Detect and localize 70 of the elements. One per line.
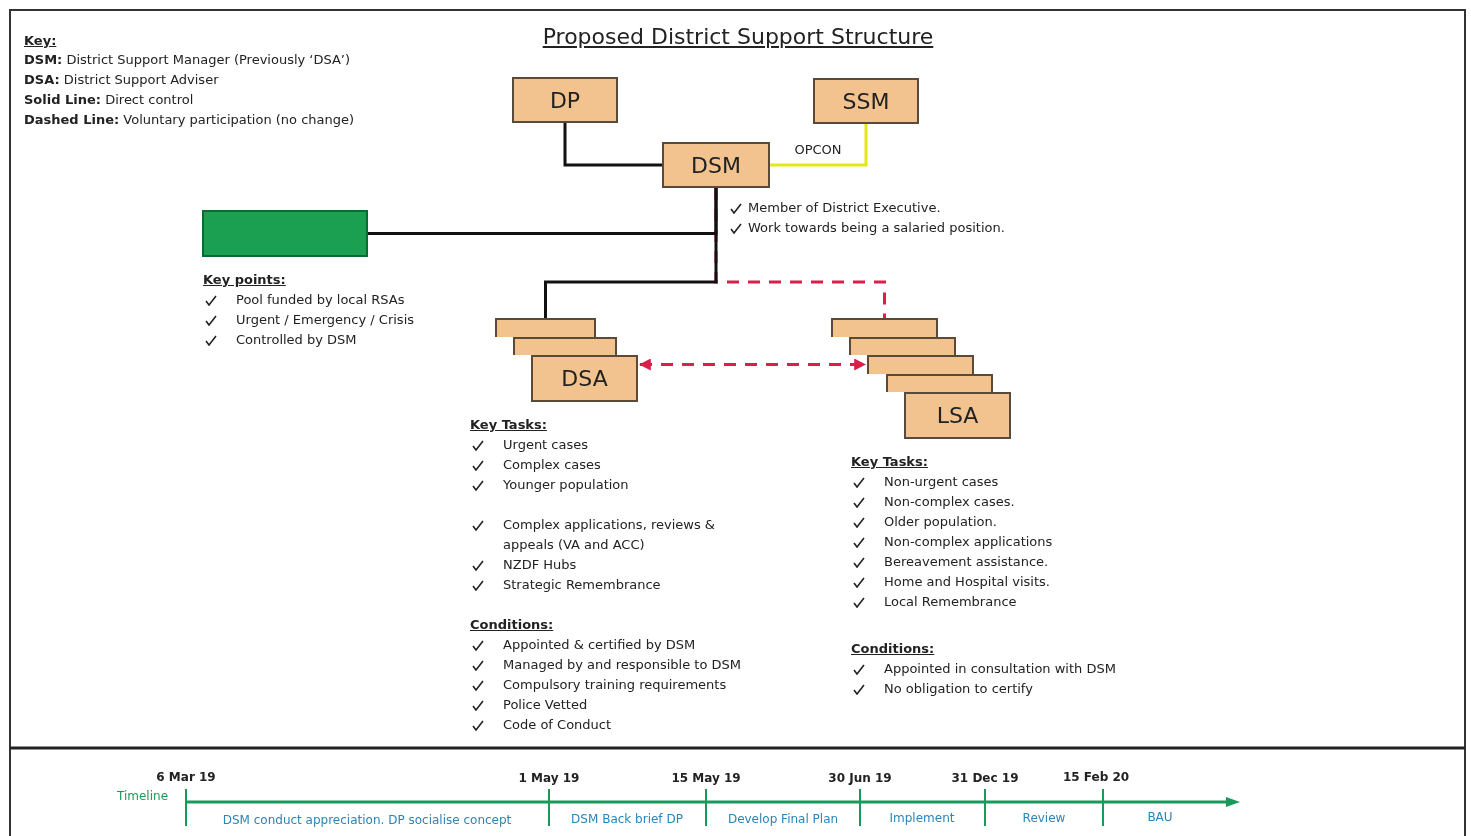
key-text: DSM: District Support Manager (Previously ‘DSA’) (24, 52, 351, 67)
connector-line (770, 124, 868, 167)
role-label: DP (549, 87, 581, 113)
date-label: 15 Feb 20 (1062, 770, 1130, 784)
card-box (867, 355, 974, 374)
bullet-text: NZDF Hubs (503, 557, 577, 572)
bullet-text: Complex cases (503, 457, 601, 472)
key-text: Solid Line: Direct control (24, 92, 194, 107)
bullet-text: Non-complex applications (884, 534, 1053, 549)
bullet-text: Police Vetted (503, 697, 588, 712)
role-box (512, 77, 618, 123)
phase-label: BAU (1147, 810, 1173, 824)
bullet-text: Managed by and responsible to DSM (503, 657, 741, 672)
key-text: Dashed Line: Voluntary participation (no change) (24, 112, 355, 127)
card-box (849, 337, 956, 355)
bullet-text: Urgent / Emergency / Crisis (236, 312, 415, 327)
bullet-text: Urgent cases (503, 437, 588, 452)
role-label: LSA (936, 403, 979, 428)
date-label: 15 May 19 (671, 771, 741, 785)
timeline-label: Timeline (117, 789, 169, 803)
card-box (831, 318, 938, 337)
section-heading: Conditions: (470, 617, 554, 632)
date-label: 6 Mar 19 (156, 770, 216, 784)
bullet-text: Older population. (884, 514, 997, 529)
connector-line (544, 188, 718, 318)
date-label: 31 Dec 19 (951, 771, 1019, 785)
phase-label: Develop Final Plan (727, 812, 839, 826)
role-label: DSM (691, 152, 741, 178)
bullet-text: Complex applications, reviews & appeals (VA and ACC) (503, 516, 716, 554)
bullet-text: Strategic Remembrance (503, 577, 661, 592)
bullet-text: Member of District Executive. (748, 200, 941, 215)
bullet-text: Appointed in consultation with DSM (884, 661, 1116, 676)
section-heading: Key points: (203, 272, 286, 287)
date-label: 1 May 19 (518, 771, 580, 785)
bullet-text: Controlled by DSM (236, 332, 357, 347)
phase-label: Review (1022, 811, 1066, 825)
card-box (495, 318, 596, 337)
bullet-text: Non-complex cases. (884, 494, 1015, 509)
bullet-text: Local Remembrance (884, 594, 1017, 609)
bullet-text: Work towards being a salaried position. (748, 220, 1005, 235)
phase-label: Implement (889, 811, 955, 825)
bullet-text: Appointed & certified by DSM (503, 637, 696, 652)
title: Proposed District Support Structure (542, 24, 934, 49)
key-heading: Key: (24, 33, 57, 48)
phase-label: DSM Back brief DP (571, 812, 683, 826)
section-heading: Key Tasks: (470, 417, 547, 432)
section-heading: Key Tasks: (851, 454, 928, 469)
role-box (813, 78, 919, 124)
bullet-text: Non-urgent cases (884, 474, 999, 489)
role-box (662, 142, 770, 188)
section-heading: Conditions: (851, 641, 935, 656)
date-label: 30 Jun 19 (828, 771, 892, 785)
bullet-text: Bereavement assistance. (884, 554, 1049, 569)
role-label: DSA (561, 366, 608, 391)
bullet-text: Pool funded by local RSAs (236, 292, 405, 307)
role-label: SSM (842, 88, 890, 114)
phase-label: DSM conduct appreciation. DP socialise concept (222, 813, 512, 827)
bullet-text: Younger population (503, 477, 629, 492)
bullet-text: Home and Hospital visits. (884, 574, 1050, 589)
connector-line (638, 358, 867, 371)
bullet-text: Code of Conduct (503, 717, 612, 732)
bullet-text: Compulsory training requirements (503, 677, 727, 692)
role-box (531, 355, 638, 402)
role-box (904, 392, 1011, 439)
bullet-text: No obligation to certify (884, 681, 1033, 696)
card-box (886, 374, 993, 392)
card-box (202, 210, 368, 257)
key-text: DSA: District Support Adviser (24, 72, 219, 87)
connector-line (563, 123, 662, 167)
card-box (513, 337, 617, 355)
